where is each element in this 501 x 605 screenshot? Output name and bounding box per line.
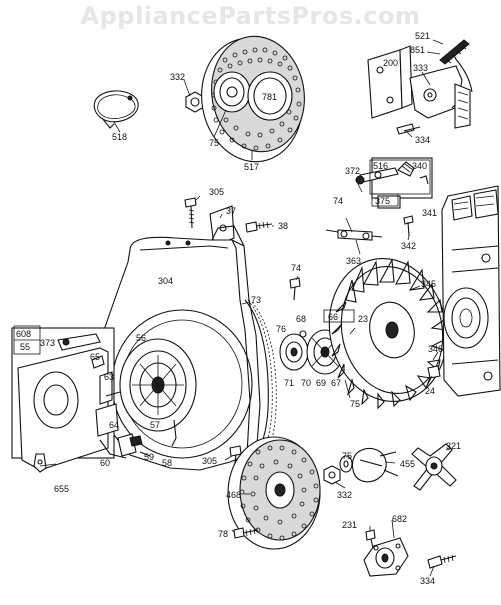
callout-box-375 [371, 193, 399, 207]
callout-67: 67 [331, 378, 341, 388]
callout-56: 56 [136, 333, 146, 343]
callout-23: 23 [358, 314, 368, 324]
callout-305-low: 305 [202, 456, 217, 466]
clip-655 [33, 453, 47, 473]
starter-clutch-66 [279, 329, 359, 375]
callout-682: 682 [392, 514, 407, 524]
callout-468: 468 [226, 490, 241, 500]
callout-851: 851 [410, 45, 425, 55]
blower-housing-304 [101, 225, 277, 471]
callout-332-top: 332 [170, 72, 185, 82]
callout-68: 68 [296, 314, 306, 324]
cable-518 [93, 90, 139, 129]
watermark: AppliancePartsPros.com [80, 2, 421, 30]
callout-516: 516 [373, 161, 388, 171]
callout-73: 73 [251, 295, 261, 305]
callout-74-mid: 74 [291, 263, 301, 273]
callout-781: 781 [262, 92, 277, 102]
callout-63: 63 [104, 372, 114, 382]
callout-75-top: 75 [209, 138, 219, 148]
callout-332-low: 332 [337, 490, 352, 500]
callout-55: 55 [20, 342, 30, 352]
flywheel-345 [328, 257, 448, 410]
callout-37: 37 [226, 206, 236, 216]
callout-69: 69 [316, 378, 326, 388]
callout-box-516 [369, 159, 431, 195]
callout-24: 24 [425, 386, 435, 396]
callout-517: 517 [244, 162, 259, 172]
bottom-hardware [233, 527, 457, 577]
callout-76: 76 [276, 324, 286, 334]
callout-321: 321 [446, 441, 461, 451]
callout-375: 375 [375, 196, 390, 206]
bolt-74-mid [289, 277, 301, 301]
bolts-top-shroud [184, 197, 273, 247]
callout-608: 608 [16, 329, 31, 339]
callout-57: 57 [150, 420, 160, 430]
lower-screen-assembly [227, 436, 457, 550]
callout-334-low: 334 [420, 576, 435, 586]
callout-333: 333 [413, 63, 428, 73]
callout-304: 304 [158, 276, 173, 286]
engine-block-346 [427, 185, 501, 397]
callout-38: 38 [278, 221, 288, 231]
callout-373: 373 [40, 338, 55, 348]
callout-box-66 [323, 309, 355, 323]
part-number-labels: 521 851 200 333 334 332 781 75 517 518 3… [16, 31, 461, 586]
callout-59: 59 [144, 452, 154, 462]
callout-74-top: 74 [333, 196, 343, 206]
callout-70: 70 [301, 378, 311, 388]
callout-346: 346 [428, 344, 443, 354]
nut-332-top [185, 91, 205, 113]
callout-305-top: 305 [209, 187, 224, 197]
callout-372: 372 [345, 166, 360, 176]
control-levers [325, 157, 433, 241]
callout-64: 64 [109, 420, 119, 430]
rewind-starter-608 [11, 327, 151, 471]
callout-231: 231 [342, 520, 357, 530]
callout-71: 71 [284, 378, 294, 388]
callout-345: 345 [421, 279, 436, 289]
callout-75-mid: 75 [350, 399, 360, 409]
callout-78: 78 [218, 529, 228, 539]
callout-66: 66 [328, 312, 338, 322]
governor-bracket-assembly [367, 39, 473, 135]
callout-334-top: 334 [415, 135, 430, 145]
callout-521: 521 [415, 31, 430, 41]
callout-342: 342 [401, 241, 416, 251]
callout-341: 341 [422, 208, 437, 218]
starter-pulley-56 [119, 338, 197, 447]
callout-60: 60 [100, 458, 110, 468]
rotating-screen-517 [201, 35, 305, 163]
callout-65: 65 [90, 352, 100, 362]
callout-58: 58 [162, 458, 172, 468]
callout-518: 518 [112, 132, 127, 142]
callout-340: 340 [412, 161, 427, 171]
callout-363: 363 [346, 256, 361, 266]
callout-200: 200 [383, 58, 398, 68]
callout-455: 455 [400, 459, 415, 469]
callout-75-low: 75 [342, 451, 352, 461]
leader-lines [39, 39, 451, 577]
callout-655: 655 [54, 484, 69, 494]
